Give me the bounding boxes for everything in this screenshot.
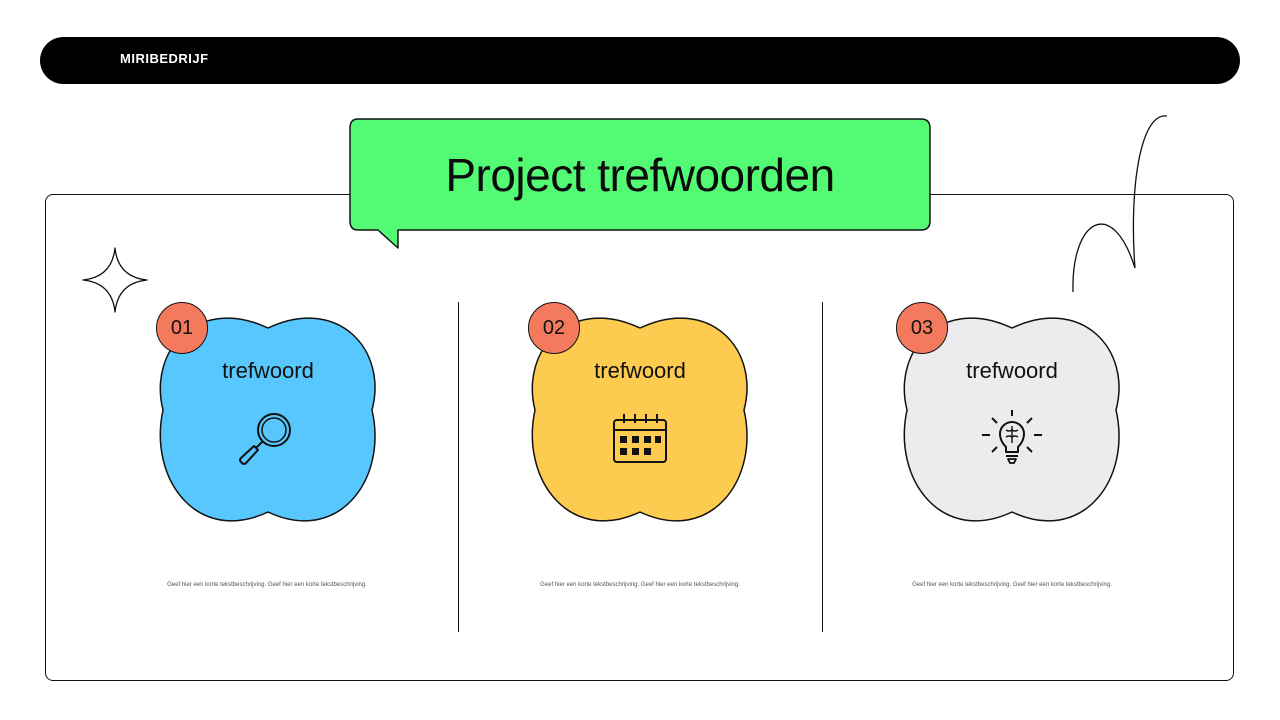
card-description: Geef hier een korte tekstbeschrijving. G… [540,582,740,588]
card-description: Geef hier een korte tekstbeschrijving. G… [912,582,1112,588]
keyword-card: 02 trefwoord [520,300,760,540]
column-divider [458,302,459,632]
card-label: trefwoord [966,358,1058,383]
brand-name: MIRIBEDRIJF [120,51,209,66]
brain-lightbulb-icon [982,410,1042,464]
card-number-badge: 03 [896,302,948,354]
calendar-icon [613,414,667,463]
card-label: trefwoord [222,358,314,383]
card-description: Geef hier een korte tekstbeschrijving. G… [167,582,367,588]
title-bubble [349,118,931,249]
cloud-shape [903,317,1120,522]
header-bar: MIRIBEDRIJF [40,37,1240,84]
card-number-badge: 01 [156,302,208,354]
column-divider [822,302,823,632]
card-number-badge: 02 [528,302,580,354]
page-title: Project trefwoorden [445,148,835,201]
magnifying-glass-icon [239,413,291,465]
card-label: trefwoord [594,358,686,383]
keyword-card: 03 trefwoord [892,300,1132,540]
keyword-card: 01 trefwoord [148,300,388,540]
